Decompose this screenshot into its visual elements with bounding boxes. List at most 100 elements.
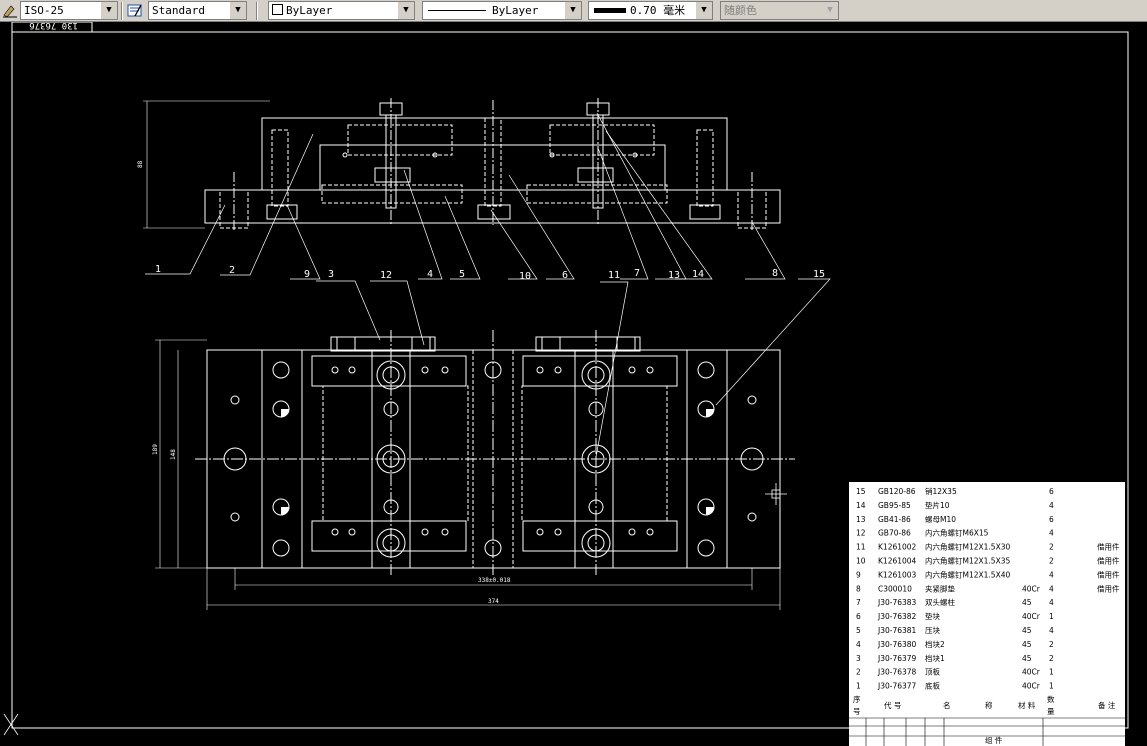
callout-numbers: 1 2 9 3 12 4 5 10 6 11 7 13 14 8 15 (155, 264, 825, 282)
bom-cell-code: J30-76378 (877, 668, 917, 677)
bom-cell-no: 12 (856, 529, 866, 538)
plot-style-select[interactable]: 随颜色 ▼ (720, 1, 839, 20)
bom-cell-no: 5 (856, 626, 861, 635)
bom-cell-qty: 2 (1049, 640, 1054, 649)
bom-cell-remark: 借用件 (1097, 542, 1120, 552)
bom-cell-material: 45 (1022, 598, 1032, 607)
bom-cell-qty: 4 (1049, 598, 1054, 607)
lineweight-preview-icon (594, 8, 626, 13)
color-swatch-icon (272, 4, 283, 15)
bom-cell-material: 40Cr (1022, 612, 1041, 621)
bom-cell-no: 1 (856, 682, 861, 691)
linetype-preview-icon (428, 10, 486, 11)
bom-cell-no: 11 (856, 543, 866, 552)
callout-number: 11 (608, 270, 620, 281)
ucs-icon (3, 713, 19, 736)
bom-cell-code: GB95-85 (878, 501, 911, 510)
callout-number: 13 (668, 270, 680, 281)
dim-width-inner: 338±0.018 (478, 577, 511, 584)
linetype-select[interactable]: ByLayer ▼ (422, 1, 582, 20)
bom-cell-qty: 2 (1049, 557, 1054, 566)
bom-cell-no: 2 (856, 668, 861, 677)
chevron-down-icon[interactable]: ▼ (398, 2, 414, 19)
bom-cell-qty: 4 (1049, 626, 1054, 635)
bom-cell-name: 夹紧脚垫 (925, 583, 955, 593)
section-marks (281, 409, 714, 515)
callout-number: 9 (304, 269, 310, 280)
color-value: ByLayer (286, 4, 333, 17)
bom-cell-remark: 借用件 (1097, 583, 1120, 593)
bom-cell-name: 内六角螺钉M12X1.5X40 (925, 569, 1010, 579)
bom-cell-name: 压块 (925, 625, 940, 635)
bom-cell-name: 内六角螺钉M6X15 (925, 528, 989, 538)
lineweight-unit: 毫米 (663, 4, 686, 17)
chevron-down-icon[interactable]: ▼ (101, 2, 117, 19)
bom-cell-qty: 4 (1049, 570, 1054, 579)
callout-number: 7 (634, 268, 640, 279)
bom-cell-code: GB41-86 (878, 515, 911, 524)
callout-number: 8 (772, 268, 778, 279)
bom-header-name: 称 (985, 700, 993, 710)
toolbar-separator (121, 2, 123, 20)
bom-header-code: 代 号 (884, 700, 901, 710)
bom-cell-remark: 借用件 (1097, 569, 1120, 579)
bom-cell-code: J30-76380 (877, 640, 917, 649)
plot-style-value: 随颜色 (724, 4, 757, 17)
lineweight-select[interactable]: 0.70 毫米 ▼ (588, 1, 713, 20)
front-view (143, 98, 781, 232)
chevron-down-icon[interactable]: ▼ (230, 2, 246, 19)
bom-cell-name: 内六角螺钉M12X1.5X30 (925, 542, 1010, 552)
callout-number: 12 (380, 270, 392, 281)
bom-cell-code: J30-76382 (877, 612, 917, 621)
callout-number: 2 (229, 265, 235, 276)
drawing-canvas[interactable]: 130 76376 88 189 148 338±0.018 374 1 2 9… (0, 22, 1147, 746)
bom-cell-code: J30-76377 (877, 682, 917, 691)
bom-cell-material: 40Cr (1022, 668, 1041, 677)
bom-cell-no: 6 (856, 612, 861, 621)
drawing-number-label: 130 76376 (29, 22, 78, 30)
dim-style-select[interactable]: ISO-25 ▼ (20, 1, 118, 20)
linetype-value: ByLayer (492, 4, 539, 17)
bom-cell-code: GB70-86 (878, 529, 911, 538)
bom-header-name: 名 (943, 700, 951, 710)
bom-cell-qty: 4 (1049, 529, 1054, 538)
bom-cell-no: 4 (856, 640, 861, 649)
bom-cell-material: 45 (1022, 654, 1032, 663)
toolbar-separator (256, 2, 258, 20)
text-style-select[interactable]: Standard ▼ (148, 1, 247, 20)
bom-cell-name: 内六角螺钉M12X1.5X35 (925, 556, 1010, 566)
callout-number: 1 (155, 264, 161, 275)
dim-style-icon[interactable] (1, 2, 19, 19)
bom-cell-material: 40Cr (1022, 584, 1041, 593)
bom-cell-code: K1261003 (878, 570, 917, 579)
bom-cell-code: J30-76381 (877, 626, 917, 635)
crosshair-cursor-icon (765, 483, 787, 505)
bom-header-material: 材 料 (1018, 700, 1036, 710)
chevron-down-icon[interactable]: ▼ (696, 2, 712, 19)
text-style-icon[interactable] (126, 2, 144, 19)
bom-cell-material: 45 (1022, 640, 1032, 649)
bom-cell-no: 14 (856, 501, 866, 510)
title-tab (11, 22, 93, 33)
color-select[interactable]: ByLayer ▼ (268, 1, 415, 20)
bom-cell-no: 7 (856, 598, 861, 607)
callout-number: 6 (562, 270, 568, 281)
chevron-down-icon[interactable]: ▼ (565, 2, 581, 19)
bom-table (849, 482, 1125, 746)
bom-cell-material: 40Cr (1022, 682, 1041, 691)
bom-header-qty: 量 (1047, 707, 1055, 716)
bom-header-qty: 数 (1047, 694, 1055, 704)
bom-cell-qty: 4 (1049, 584, 1054, 593)
bom-cell-name: 螺母M10 (925, 514, 956, 524)
callout-leaders (145, 112, 831, 458)
bom-cell-qty: 1 (1049, 668, 1054, 677)
dim-height-front: 88 (137, 160, 144, 168)
